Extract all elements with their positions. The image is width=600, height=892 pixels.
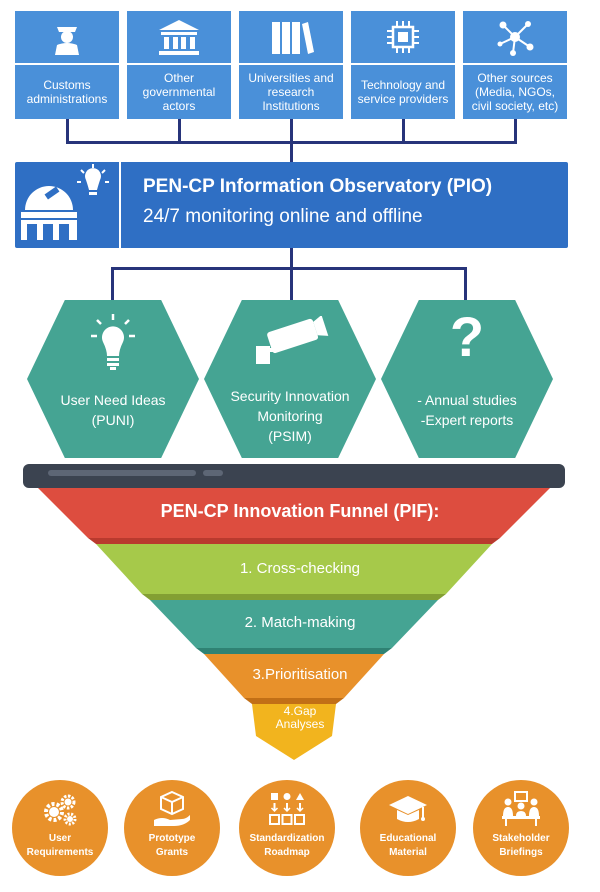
lightbulb-icon	[77, 164, 109, 195]
source-label: Other governmental actors	[127, 65, 231, 119]
connector-line	[402, 119, 405, 143]
funnel-layer-cross-checking	[96, 544, 492, 594]
output-label-line2: Grants	[155, 847, 189, 858]
meeting-icon	[502, 791, 540, 826]
funnel-layer-prioritisation	[204, 654, 384, 698]
funnel-layer-shadow	[88, 538, 500, 544]
funnel-layer-shadow	[244, 698, 344, 704]
funnel-step-3: 3.Prioritisation	[252, 666, 348, 683]
hand-box-icon	[154, 790, 190, 826]
output-label-line2: Material	[389, 847, 427, 858]
output-stakeholder-briefings: Stakeholder Briefings	[473, 780, 569, 876]
observatory-icon	[15, 162, 121, 248]
source-label: Universities and research Institutions	[239, 65, 343, 119]
hexagon-studies: ? - Annual studies -Expert reports	[381, 300, 553, 458]
connector-line	[514, 119, 517, 143]
connector-line	[66, 141, 517, 144]
funnel-bar-highlight	[48, 470, 196, 476]
connector-line	[290, 267, 293, 303]
output-label-line1: Prototype	[148, 833, 196, 844]
connector-line	[111, 267, 467, 270]
funnel-step-4-line1: 4.Gap	[283, 704, 317, 718]
funnel-step-4-line2: Analyses	[275, 717, 325, 731]
innovation-funnel	[23, 464, 565, 760]
output-label-line1: User	[48, 833, 72, 844]
connector-line	[66, 119, 69, 143]
funnel-layer-gap-analyses	[252, 704, 336, 760]
funnel-layer-shadow	[142, 594, 446, 600]
officer-icon	[15, 11, 119, 63]
output-standardization-roadmap: Standardization Roadmap	[239, 780, 335, 876]
network-icon	[463, 11, 567, 63]
funnel-step-2: 2. Match-making	[244, 614, 356, 631]
hexagon-puni: User Need Ideas (PUNI)	[27, 300, 199, 458]
funnel-bar-highlight	[203, 470, 223, 476]
source-label: Other sources (Media, NGOs, civil societ…	[463, 65, 567, 119]
information-observatory-box: PEN-CP Information Observatory (PIO) 24/…	[15, 162, 568, 248]
connector-line	[290, 119, 293, 162]
source-technology: Technology and service providers	[351, 11, 455, 119]
connector-line	[290, 248, 293, 269]
gears-icon	[44, 794, 77, 826]
output-label-line1: Standardization	[249, 833, 325, 844]
hexagon-label-line2: -Expert reports	[420, 412, 514, 428]
source-universities: Universities and research Institutions	[239, 11, 343, 119]
question-mark-icon: ?	[449, 305, 485, 368]
graduation-cap-icon	[389, 796, 427, 822]
hexagon-label-line1: User Need Ideas	[60, 392, 166, 408]
output-label-line2: Roadmap	[264, 847, 310, 858]
hexagon-label-line1: Security Innovation	[230, 388, 350, 404]
source-label: Customs administrations	[15, 65, 119, 119]
output-prototype-grants: Prototype Grants	[124, 780, 220, 876]
hexagon-label-line2: (PUNI)	[91, 412, 135, 428]
source-governmental: Other governmental actors	[127, 11, 231, 119]
lightbulb-icon	[91, 314, 135, 370]
connector-line	[178, 119, 181, 143]
funnel-layer-match-making	[150, 600, 438, 648]
government-building-icon	[127, 11, 231, 63]
source-label: Technology and service providers	[351, 65, 455, 119]
funnel-title: PEN-CP Innovation Funnel (PIF):	[160, 501, 440, 521]
hexagon-label-line3: (PSIM)	[268, 428, 312, 444]
funnel-layer-title	[38, 488, 550, 538]
output-label-line2: Briefings	[499, 847, 543, 858]
funnel-step-1: 1. Cross-checking	[239, 560, 361, 577]
output-label-line1: Educational	[379, 833, 437, 844]
hexagon-label-line2: Monitoring	[257, 408, 323, 424]
funnel-layer-shadow	[196, 648, 392, 654]
connector-line	[111, 267, 114, 303]
shapes-icon	[269, 793, 305, 825]
source-customs: Customs administrations	[15, 11, 119, 119]
source-other: Other sources (Media, NGOs, civil societ…	[463, 11, 567, 119]
connector-line	[464, 267, 467, 303]
pio-subtitle: 24/7 monitoring online and offline	[143, 206, 423, 227]
chip-icon	[351, 11, 455, 63]
hexagon-psim: Security Innovation Monitoring (PSIM)	[204, 300, 376, 458]
books-icon	[239, 11, 343, 63]
camera-icon	[256, 316, 329, 364]
output-label-line2: Requirements	[26, 847, 94, 858]
output-educational-material: Educational Material	[360, 780, 456, 876]
output-label-line1: Stakeholder	[492, 833, 550, 844]
pio-title: PEN-CP Information Observatory (PIO)	[143, 176, 493, 197]
output-user-requirements: User Requirements	[12, 780, 108, 876]
hexagon-label-line1: - Annual studies	[417, 392, 517, 408]
